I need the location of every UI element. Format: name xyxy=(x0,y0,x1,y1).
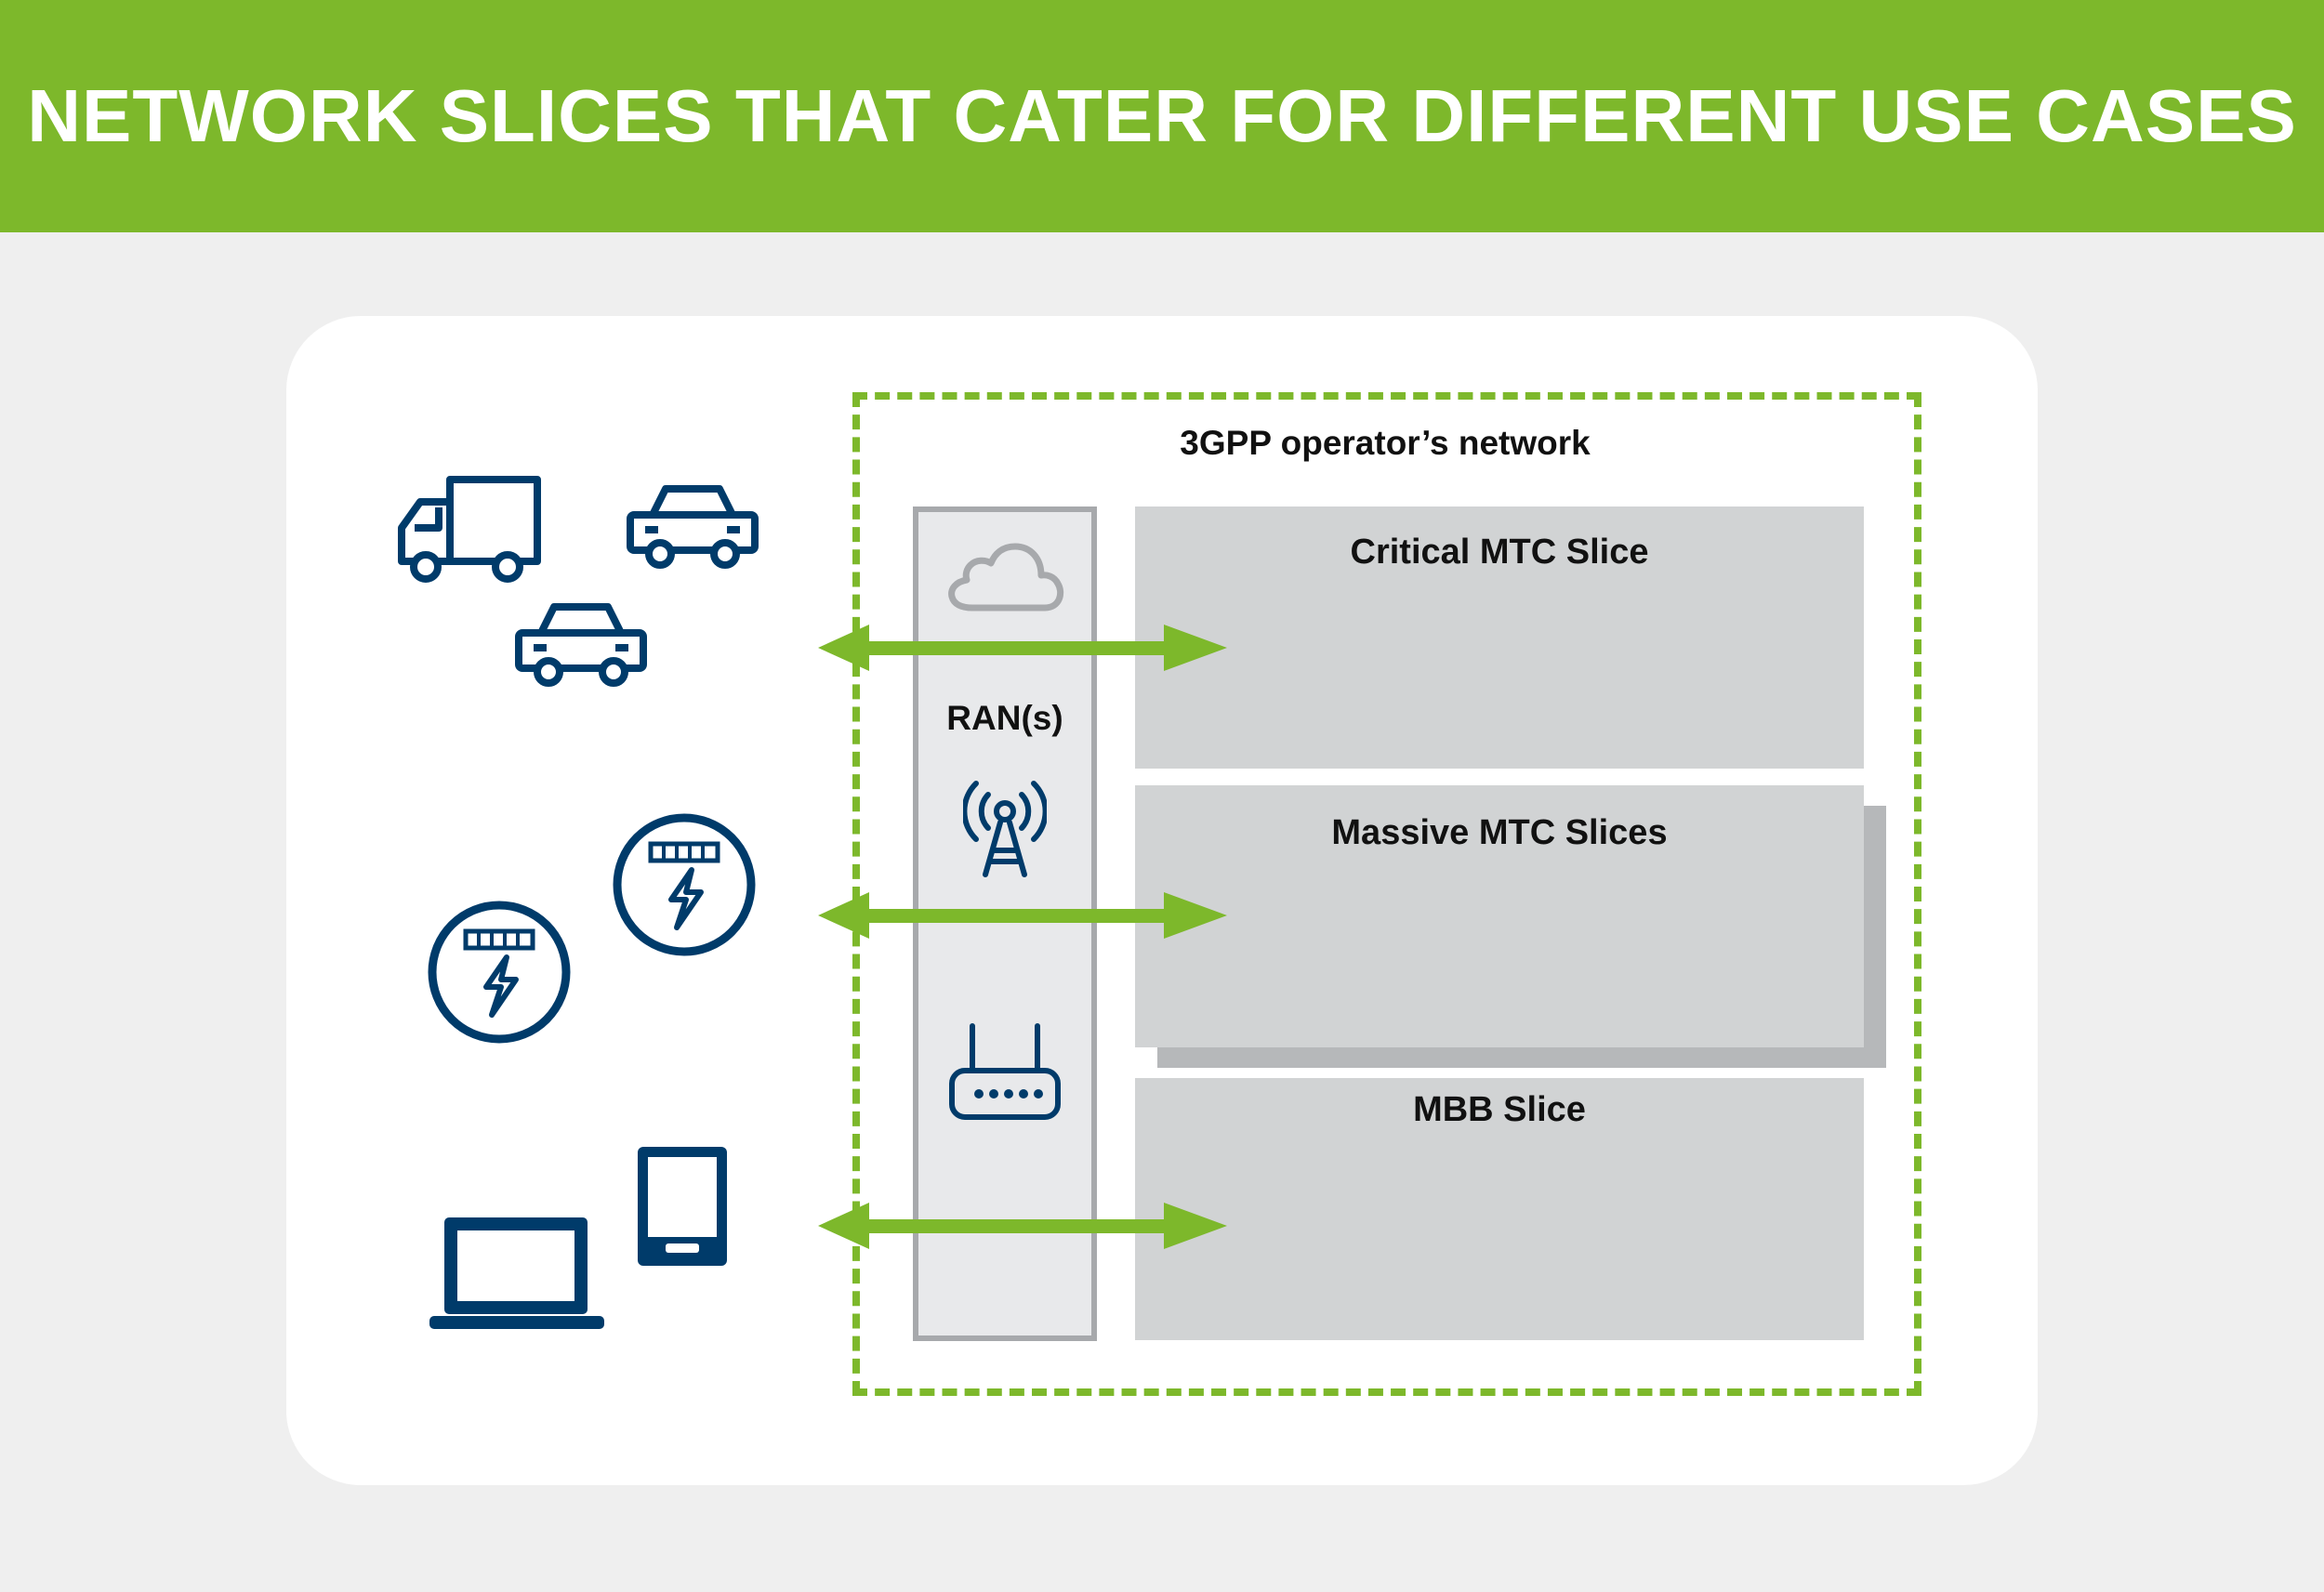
operator-network-label: 3GPP operator’s network xyxy=(1180,424,1591,462)
car-icon xyxy=(625,481,760,574)
operator-network-boundary xyxy=(852,392,1921,1396)
page-title: NETWORK SLICES THAT CATER FOR DIFFERENT … xyxy=(27,74,2297,157)
double-arrow-icon xyxy=(818,625,1227,671)
smart-meter-icon xyxy=(610,810,759,959)
laptop-icon xyxy=(429,1217,604,1333)
mbb-slice: MBB Slice xyxy=(1135,1078,1864,1340)
router-icon xyxy=(946,1022,1063,1125)
double-arrow-icon xyxy=(818,1203,1227,1249)
double-arrow-icon xyxy=(818,892,1227,939)
car-icon xyxy=(513,599,649,692)
smart-meter-icon xyxy=(425,898,574,1046)
critical-mtc-slice: Critical MTC Slice xyxy=(1135,507,1864,769)
slice-label: Critical MTC Slice xyxy=(1350,533,1649,572)
massive-mtc-slice: Massive MTC Slices xyxy=(1135,785,1864,1047)
antenna-tower-icon xyxy=(963,776,1047,880)
slice-label: MBB Slice xyxy=(1413,1090,1586,1129)
header-banner: NETWORK SLICES THAT CATER FOR DIFFERENT … xyxy=(0,0,2324,232)
slice-label: Massive MTC Slices xyxy=(1331,813,1668,852)
tablet-icon xyxy=(638,1147,727,1266)
cloud-icon xyxy=(944,532,1067,617)
truck-icon xyxy=(394,474,545,585)
ran-label: RAN(s) xyxy=(946,699,1063,737)
